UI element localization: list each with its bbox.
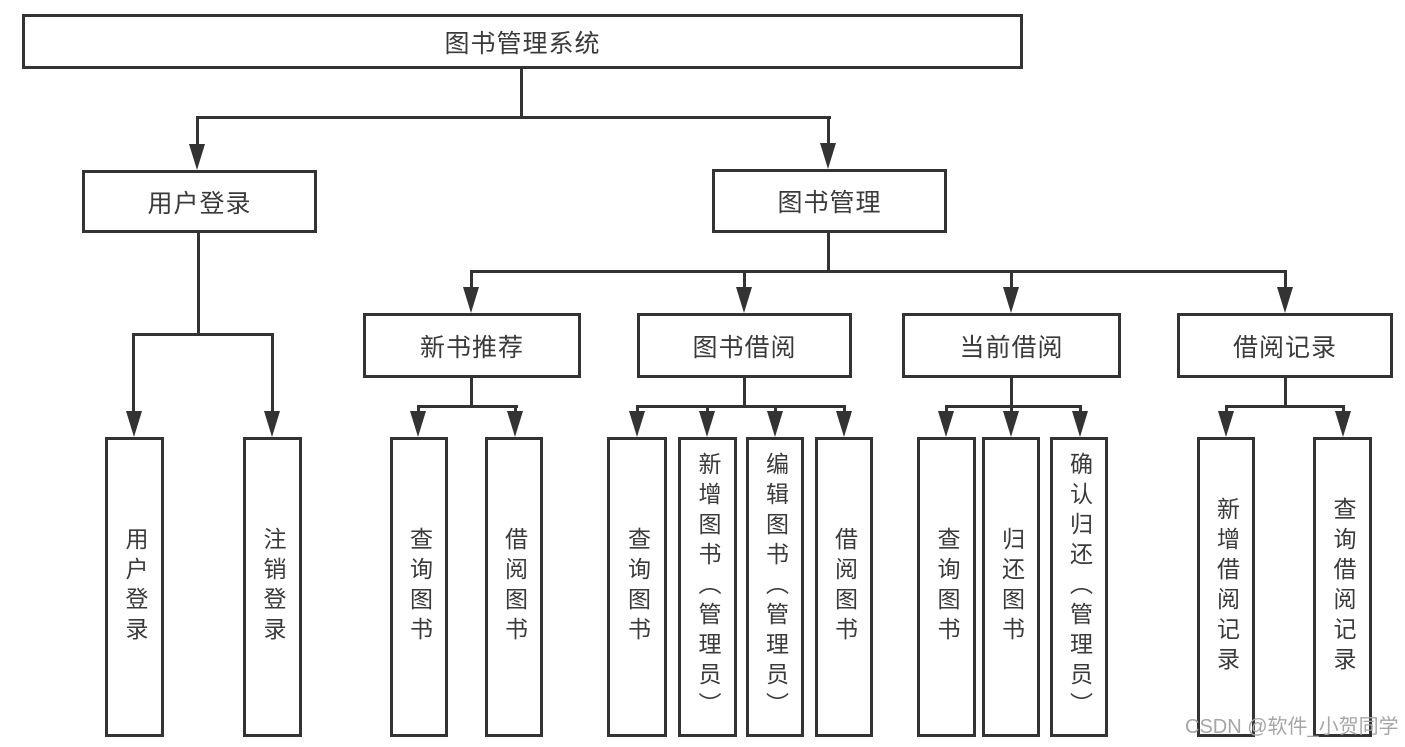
leaf-return-books: 归还图书 <box>982 437 1040 737</box>
connector-line <box>417 405 420 415</box>
node-label: 用户登录 <box>122 527 148 647</box>
leaf-add-books-admin: 新增图书（管理员） <box>678 437 737 737</box>
connector-line <box>1284 270 1287 290</box>
connector-line <box>1010 378 1013 408</box>
connector-line <box>514 405 517 415</box>
arrowhead-down-icon <box>126 411 142 437</box>
node-library-system: 图书管理系统 <box>22 14 1023 69</box>
arrowhead-down-icon <box>1218 411 1234 437</box>
arrowhead-down-icon <box>410 411 426 437</box>
connector-line <box>196 116 831 119</box>
leaf-add-borrow-record: 新增借阅记录 <box>1197 437 1255 737</box>
node-label: 确认归还（管理员） <box>1066 452 1093 722</box>
leaf-query-books-recommend: 查询图书 <box>390 437 448 737</box>
node-label: 借阅图书 <box>501 527 528 647</box>
node-label: 查询图书 <box>406 527 433 647</box>
node-label: 新书推荐 <box>419 333 524 362</box>
connector-line <box>271 333 274 415</box>
node-book-borrow: 图书借阅 <box>637 313 852 378</box>
connector-line <box>827 233 830 273</box>
arrowhead-down-icon <box>629 411 645 437</box>
arrowhead-down-icon <box>736 287 752 313</box>
connector-line <box>417 405 518 408</box>
connector-line <box>470 270 1287 273</box>
connector-line <box>470 378 473 408</box>
connector-line <box>843 405 846 415</box>
node-label: 借阅记录 <box>1232 333 1337 362</box>
arrowhead-down-icon <box>507 411 523 437</box>
connector-line <box>636 405 846 408</box>
watermark: CSDN @软件_小贺同学 <box>1185 716 1399 738</box>
arrowhead-down-icon <box>938 411 954 437</box>
arrowhead-down-icon <box>820 143 836 169</box>
node-label: 用户登录 <box>147 189 252 218</box>
connector-line <box>743 378 746 408</box>
connector-line <box>132 333 274 336</box>
leaf-query-borrow-record: 查询借阅记录 <box>1313 437 1372 737</box>
connector-line <box>132 333 135 415</box>
node-borrow-records: 借阅记录 <box>1177 313 1393 378</box>
node-label: 图书管理系统 <box>444 29 601 58</box>
node-label: 查询图书 <box>934 527 960 647</box>
connector-line <box>774 405 777 415</box>
connector-line <box>1079 405 1082 415</box>
node-book-management: 图书管理 <box>712 169 947 233</box>
leaf-confirm-return-admin: 确认归还（管理员） <box>1050 437 1108 737</box>
arrowhead-down-icon <box>463 287 479 313</box>
leaf-query-books-borrow: 查询图书 <box>607 437 667 737</box>
node-current-borrow: 当前借阅 <box>902 313 1121 378</box>
node-label: 新增借阅记录 <box>1213 497 1240 677</box>
connector-line <box>1225 405 1228 415</box>
node-label: 借阅图书 <box>831 527 858 647</box>
connector-line <box>470 270 473 290</box>
connector-line <box>636 405 639 415</box>
arrowhead-down-icon <box>699 411 715 437</box>
arrowhead-down-icon <box>767 411 783 437</box>
arrowhead-down-icon <box>1003 411 1019 437</box>
arrowhead-down-icon <box>189 144 205 170</box>
connector-line <box>1225 405 1344 408</box>
connector-line <box>827 116 830 147</box>
leaf-query-books-current: 查询图书 <box>917 437 976 737</box>
node-label: 注销登录 <box>260 527 286 647</box>
leaf-borrow-books: 借阅图书 <box>815 437 873 737</box>
node-user-login: 用户登录 <box>82 170 317 233</box>
node-label: 编辑图书（管理员） <box>762 452 789 722</box>
arrowhead-down-icon <box>1072 411 1088 437</box>
connector-line <box>1284 378 1287 408</box>
arrowhead-down-icon <box>1003 287 1019 313</box>
node-label: 图书借阅 <box>692 333 797 362</box>
connector-line <box>1010 405 1013 415</box>
connector-line <box>1010 270 1013 290</box>
connector-line <box>196 116 199 148</box>
connector-line <box>1342 405 1345 415</box>
leaf-edit-books-admin: 编辑图书（管理员） <box>746 437 804 737</box>
node-label: 当前借阅 <box>959 333 1064 362</box>
arrowhead-down-icon <box>264 411 280 437</box>
node-label: 归还图书 <box>998 527 1025 647</box>
node-label: 查询借阅记录 <box>1330 497 1356 677</box>
connector-line <box>520 68 523 118</box>
leaf-logout: 注销登录 <box>243 437 302 737</box>
node-label: 查询图书 <box>624 527 651 647</box>
connector-line <box>706 405 709 415</box>
leaf-borrow-books-recommend: 借阅图书 <box>485 437 543 737</box>
connector-line <box>945 405 1082 408</box>
node-label: 图书管理 <box>777 189 882 217</box>
node-new-book-recommend: 新书推荐 <box>363 313 581 378</box>
connector-line <box>743 270 746 290</box>
arrowhead-down-icon <box>1335 411 1351 437</box>
node-label: 新增图书（管理员） <box>695 452 721 722</box>
connector-line <box>197 233 200 336</box>
connector-line <box>945 405 948 415</box>
arrowhead-down-icon <box>1277 287 1293 313</box>
arrowhead-down-icon <box>836 411 852 437</box>
leaf-user-login: 用户登录 <box>105 437 164 737</box>
